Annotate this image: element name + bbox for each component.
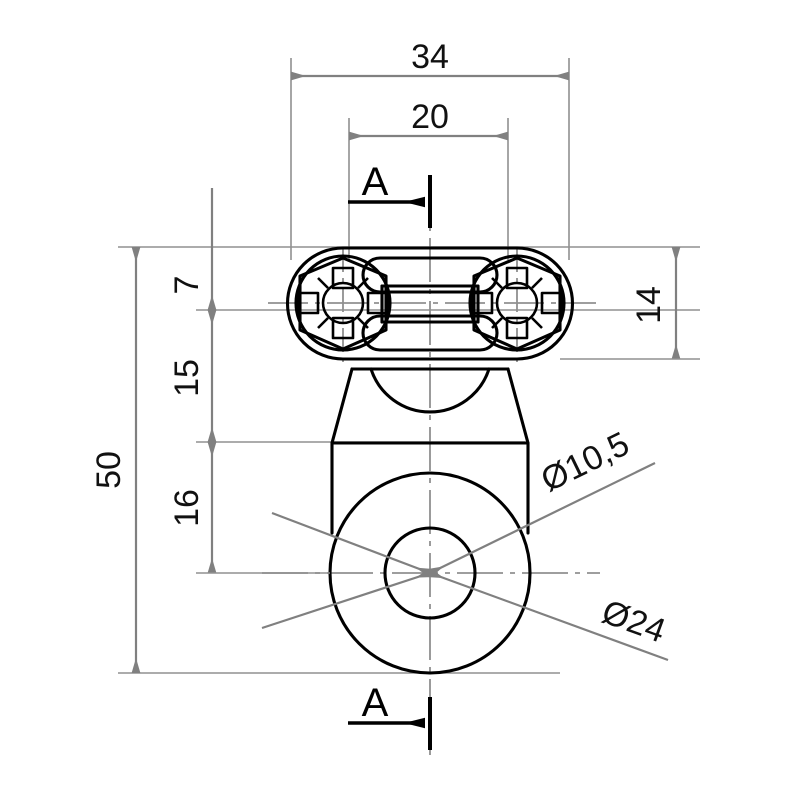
spline-right-ray-1 [491, 277, 503, 289]
section-marks-group [348, 175, 432, 750]
spline-right-ray-2 [531, 277, 543, 289]
leader-boss-diameter-opposite [271, 511, 432, 578]
part-outline-group [286, 246, 574, 675]
leader-bore-diameter [428, 462, 656, 577]
spline-left-ray-1 [317, 277, 329, 289]
spline-right-tooth-top [505, 266, 529, 290]
dim-label-14: 14 [630, 286, 668, 324]
spline-left-ray-2 [357, 277, 369, 289]
dim-label-boss-diameter: Ø24 [597, 593, 670, 651]
spline-left-tooth-left [296, 291, 320, 315]
spline-right-ray-4 [531, 317, 543, 329]
spline-right-tooth-right [540, 291, 564, 315]
tapered-body-left [330, 367, 354, 535]
spline-star-right [470, 266, 564, 340]
hex-nut-right-circumscribed [468, 254, 566, 352]
spline-right-tooth-left [470, 291, 494, 315]
spline-right-ray-3 [491, 317, 503, 329]
nut-housing-envelope [286, 246, 574, 361]
dim-label-15: 15 [168, 359, 206, 397]
leader-bore-diameter-opposite [261, 568, 432, 630]
spline-right-hub [495, 281, 539, 325]
spline-left-ray-3 [317, 317, 329, 329]
hex-nut-left-circumscribed [294, 254, 392, 352]
spline-left-hub [321, 281, 365, 325]
spline-star-left [296, 266, 390, 340]
section-label-bottom: A [362, 681, 389, 725]
tapered-body-right [506, 367, 530, 535]
spline-left-tooth-right [366, 291, 390, 315]
section-label-top: A [362, 160, 389, 204]
dim-label-16: 16 [168, 489, 206, 527]
spline-left-tooth-top [331, 266, 355, 290]
dimension-lines-group [131, 71, 700, 673]
dim-label-34: 34 [411, 38, 449, 76]
spline-left-ray-4 [357, 317, 369, 329]
bore-circle [383, 526, 477, 620]
dim-label-20: 20 [411, 98, 449, 136]
spline-right-tooth-bottom [505, 316, 529, 340]
spline-left-tooth-bottom [331, 316, 355, 340]
dim-label-7: 7 [168, 276, 206, 295]
dim-label-50: 50 [90, 451, 128, 489]
leader-boss-diameter [428, 568, 669, 662]
web-fillet-arc [369, 367, 491, 414]
dim-label-bore-diameter: Ø10,5 [535, 425, 635, 500]
